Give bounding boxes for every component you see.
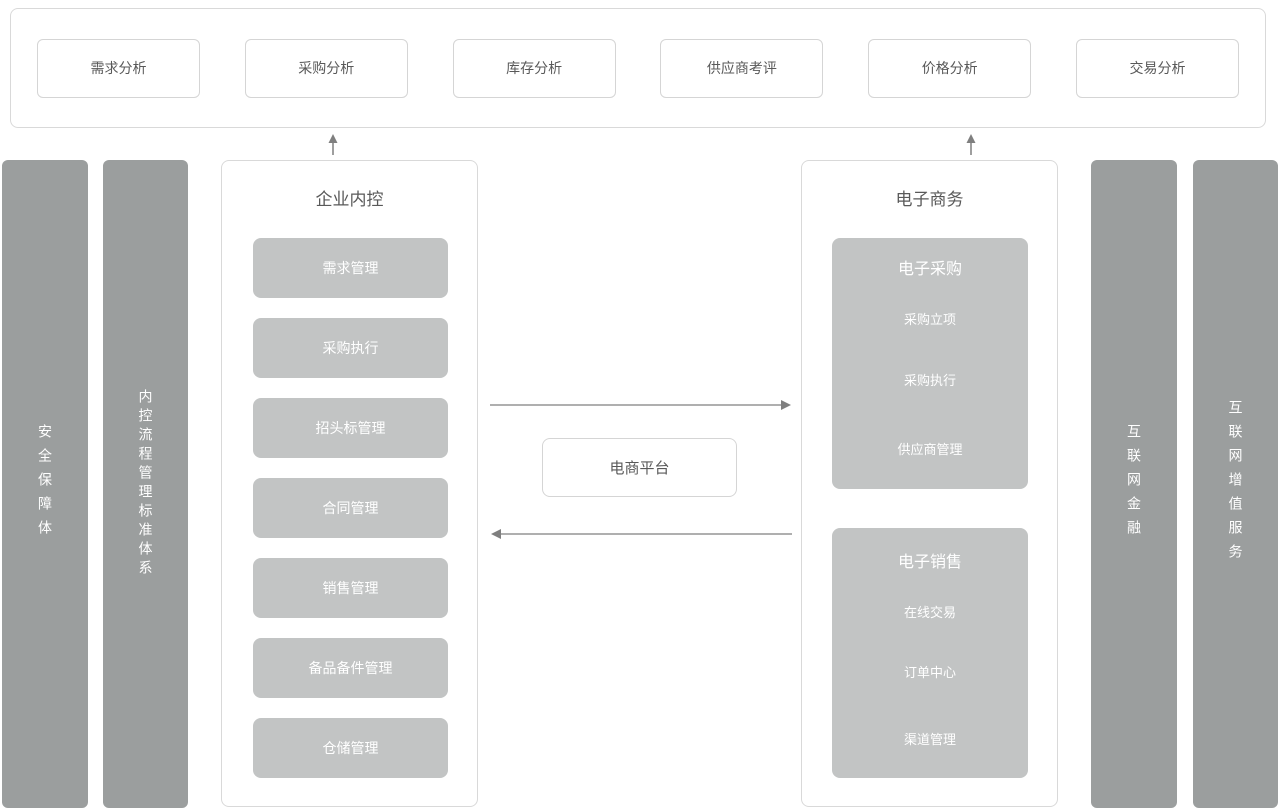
- node-ecommerce-platform: 电商平台: [542, 438, 737, 497]
- node-bidding-management: 招头标管理: [253, 398, 448, 458]
- node-procurement-analysis: 采购分析: [244, 38, 408, 98]
- node-transaction-analysis: 交易分析: [1075, 38, 1239, 98]
- node-contract-management: 合同管理: [253, 478, 448, 538]
- node-inventory-analysis: 库存分析: [452, 38, 616, 98]
- panel-internal-control-title: 企业内控: [315, 190, 384, 209]
- panel-internal-control: 企业内控 需求管理 采购执行 招头标管理 合同管理 销售管理 备品备件管理 仓储…: [221, 160, 478, 807]
- up-arrow-icon: [966, 134, 976, 155]
- analysis-bar: 需求分析 采购分析 库存分析 供应商考评 价格分析 交易分析: [10, 8, 1266, 128]
- node-online-trading: 在线交易: [903, 605, 956, 620]
- pillar-internet-finance: 互联网金融: [1091, 160, 1177, 808]
- node-demand-analysis: 需求分析: [37, 38, 200, 98]
- node-procurement-initiation: 采购立项: [903, 312, 956, 327]
- right-arrow-icon: [490, 400, 791, 410]
- node-channel-management: 渠道管理: [903, 732, 956, 747]
- left-arrow-icon: [491, 529, 792, 539]
- panel-ecommerce: 电子商务 电子采购 采购立项 采购执行 供应商管理 电子销售 在线交易 订单中心…: [801, 160, 1058, 807]
- node-procurement-execution-ec: 采购执行: [903, 373, 956, 388]
- node-supplier-evaluation: 供应商考评: [660, 38, 824, 98]
- node-supplier-management: 供应商管理: [897, 442, 963, 457]
- pillar-internet-value-added-services: 互联网增值服务: [1193, 160, 1278, 808]
- group-e-procurement: 电子采购 采购立项 采购执行 供应商管理: [832, 238, 1028, 489]
- panel-ecommerce-title: 电子商务: [895, 190, 964, 209]
- node-order-center: 订单中心: [903, 665, 956, 680]
- pillar-security-assurance: 安全保障体: [2, 160, 88, 808]
- group-e-sales-title: 电子销售: [897, 554, 962, 571]
- node-procurement-execution: 采购执行: [253, 318, 448, 378]
- group-e-sales: 电子销售 在线交易 订单中心 渠道管理: [832, 528, 1028, 778]
- pillar-security-assurance-label: 安全保障体: [37, 424, 53, 544]
- pillar-internet-value-added-services-label: 互联网增值服务: [1227, 400, 1244, 568]
- node-sales-management: 销售管理: [253, 558, 448, 618]
- node-spare-parts-management: 备品备件管理: [253, 638, 448, 698]
- pillar-internal-control-standards-label: 内控流程管理标准体系: [137, 389, 154, 579]
- node-price-analysis: 价格分析: [868, 38, 1032, 98]
- node-warehouse-management: 仓储管理: [253, 718, 448, 778]
- up-arrow-icon: [328, 134, 338, 155]
- group-e-procurement-title: 电子采购: [897, 261, 962, 278]
- pillar-internal-control-standards: 内控流程管理标准体系: [103, 160, 188, 808]
- node-demand-management: 需求管理: [253, 238, 448, 298]
- pillar-internet-finance-label: 互联网金融: [1126, 424, 1142, 544]
